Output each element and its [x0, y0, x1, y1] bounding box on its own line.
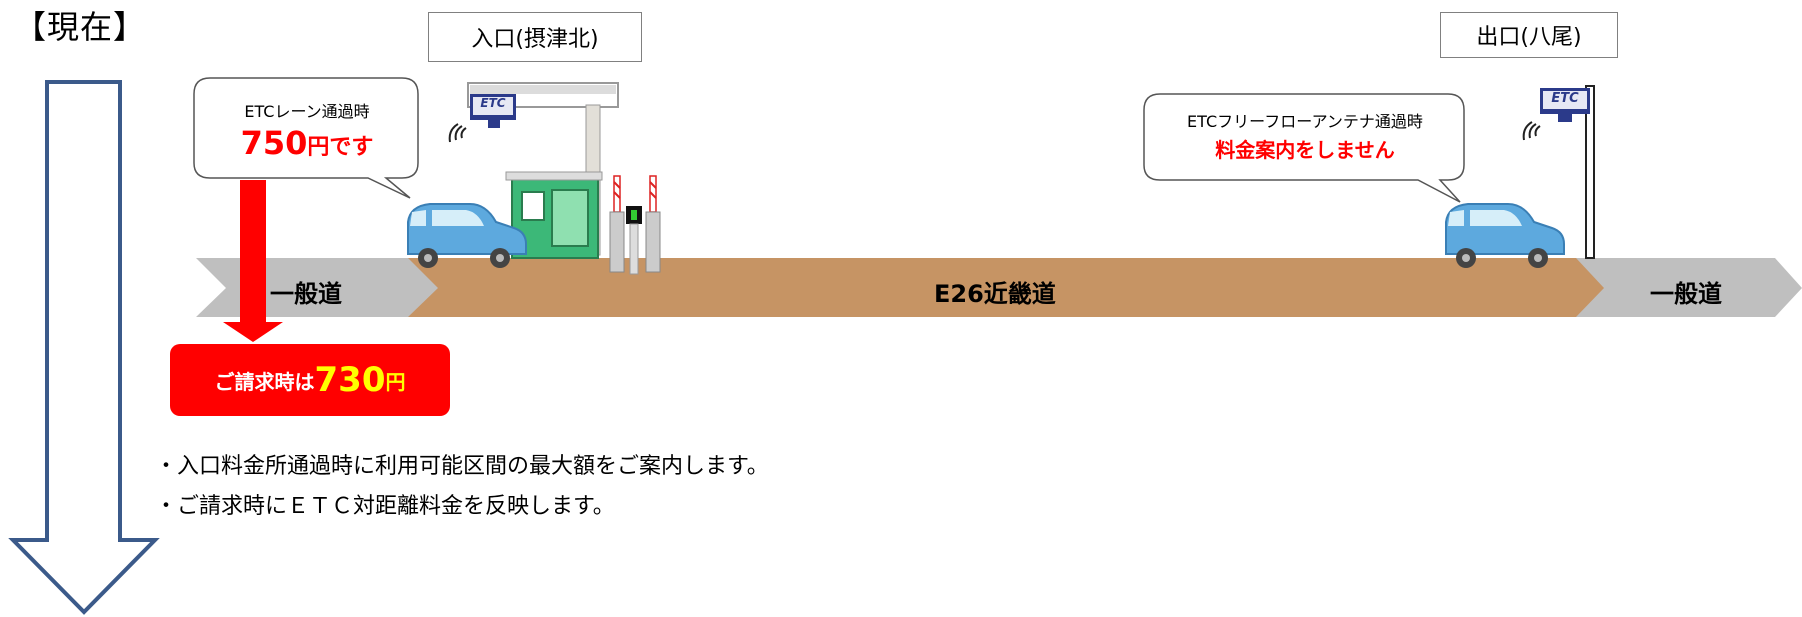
note-line-2: ・ご請求時にＥＴＣ対距離料金を反映します。	[155, 494, 615, 519]
road-label-left: 一般道	[270, 280, 342, 308]
invoice-prefix: ご請求時は	[214, 369, 315, 394]
toll-gate-barriers	[609, 175, 661, 275]
note-line-1: ・入口料金所通過時に利用可能区間の最大額をご案内します。	[155, 454, 769, 479]
timeline-down-arrow	[8, 80, 160, 615]
exit-label: 出口(八尾)	[1440, 12, 1618, 58]
road-expressway	[408, 258, 1606, 317]
road-label-right: 一般道	[1650, 280, 1722, 308]
exit-signal-icon	[1522, 121, 1541, 141]
entrance-fare: 750円です	[196, 124, 418, 162]
entrance-speech-bubble	[193, 77, 419, 199]
entrance-label: 入口(摂津北)	[428, 12, 642, 62]
invoice-unit: 円	[385, 369, 406, 394]
exit-speech-bubble	[1143, 93, 1465, 203]
exit-gantry	[1540, 85, 1595, 259]
entrance-fare-suffix: 円です	[307, 135, 374, 160]
exit-etc-sign: ETC	[1551, 91, 1579, 106]
page-title: 【現在】	[14, 8, 147, 46]
entrance-etc-sign: ETC	[480, 96, 506, 110]
invoice-amount: 730	[314, 360, 386, 400]
road-general-right	[1576, 258, 1802, 317]
entrance-bubble-content: ETCレーン通過時 750円です	[196, 98, 418, 162]
entrance-signal-icon	[448, 123, 467, 143]
entrance-fare-amount: 750	[240, 124, 308, 162]
road-label-expressway: E26近畿道	[934, 280, 1056, 308]
car-exit	[1445, 203, 1565, 268]
exit-bubble-line1: ETCフリーフローアンテナ通過時	[1187, 112, 1423, 131]
exit-bubble-content: ETCフリーフローアンテナ通過時 料金案内をしません	[1146, 108, 1464, 163]
fare-correction-arrow	[223, 180, 283, 342]
car-entrance	[407, 203, 527, 268]
exit-bubble-line2: 料金案内をしません	[1215, 138, 1395, 162]
entrance-bubble-line1: ETCレーン通過時	[244, 102, 370, 121]
